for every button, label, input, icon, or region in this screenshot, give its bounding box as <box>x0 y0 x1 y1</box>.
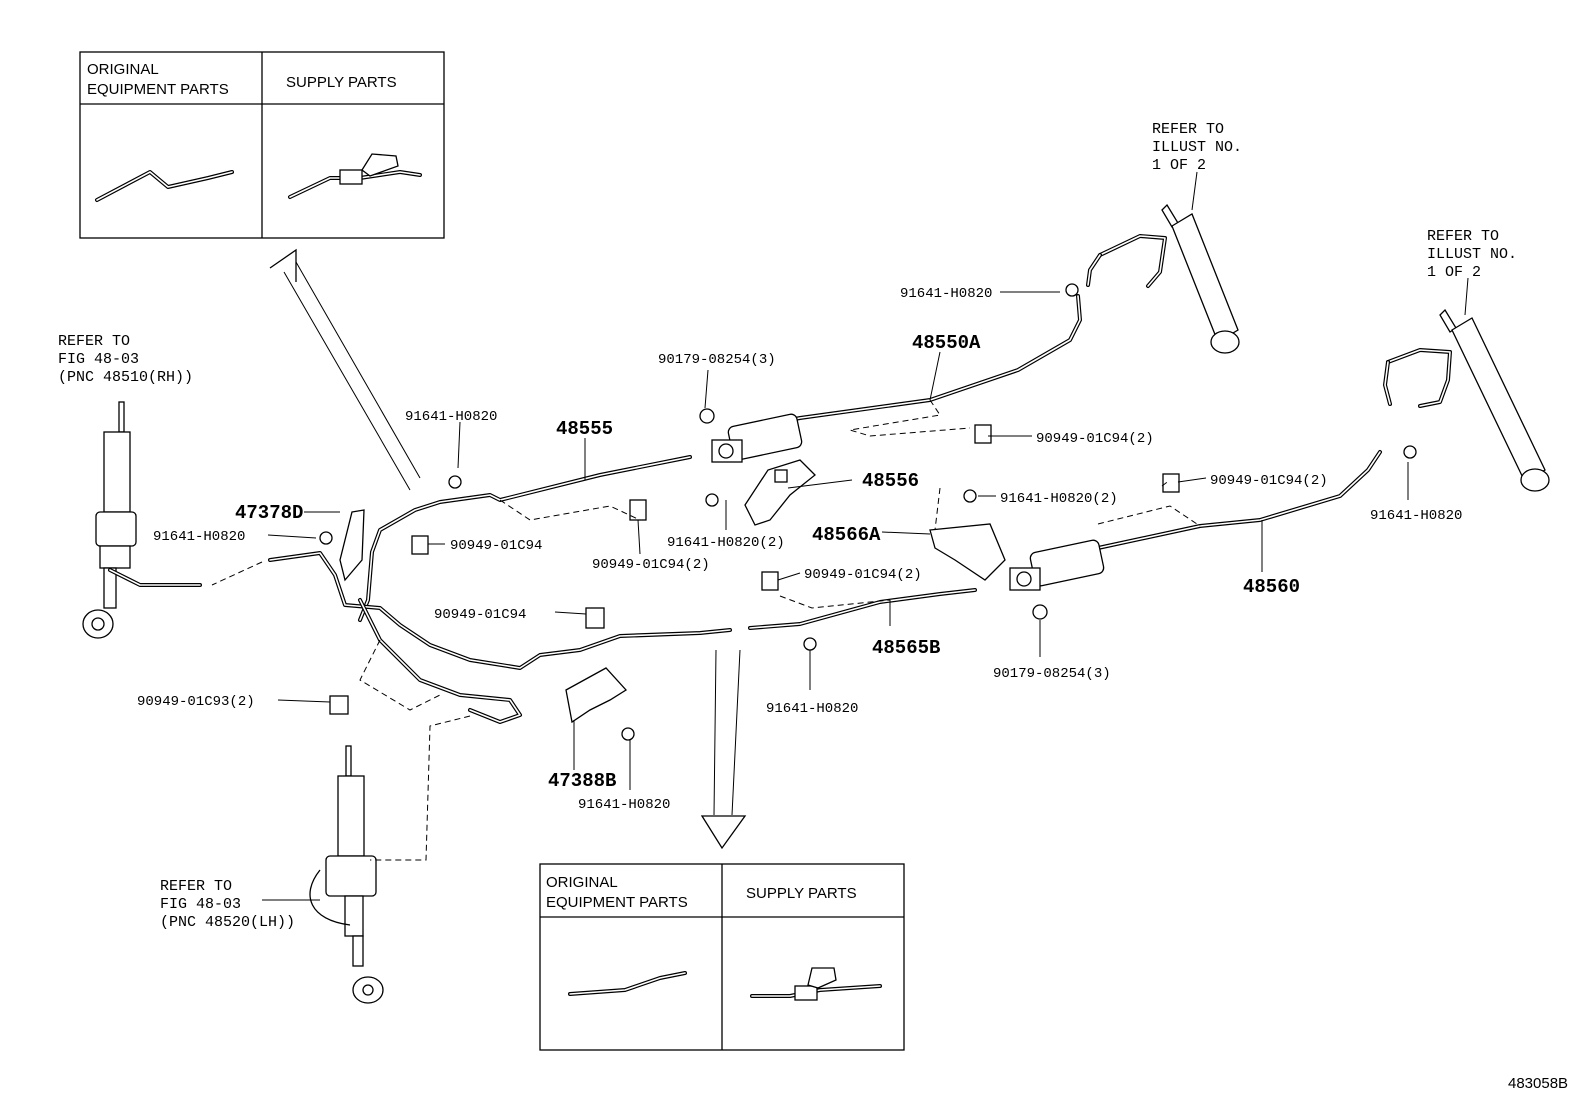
callout-90949-48565B: 90949-01C94(2) <box>804 567 922 583</box>
front-lh-shock <box>309 745 384 1004</box>
callout-47388B: 47388B <box>548 770 616 792</box>
accumulator-lower <box>1009 539 1105 591</box>
bracket-48556 <box>744 459 816 526</box>
dashed-guides <box>211 399 1201 861</box>
callout-91641-front-upper: 91641-H0820 <box>405 409 497 425</box>
leader-lines <box>262 171 1469 901</box>
rear-shock-1 <box>1086 203 1240 354</box>
callout-48566A: 48566A <box>812 524 881 546</box>
callout-90949-center: 90949-01C94 <box>434 607 526 623</box>
callout-90949-48560: 90949-01C94(2) <box>1210 473 1328 489</box>
accumulator-upper <box>711 413 803 463</box>
bracket-47388B <box>565 667 628 724</box>
callout-90949-upper-right: 90949-01C94(2) <box>1036 431 1154 447</box>
callout-90949-48555: 90949-01C94(2) <box>592 557 710 573</box>
ref-note-lh-front: REFER TO FIG 48-03 (PNC 48520(LH)) <box>160 878 295 931</box>
bracket-48566A <box>929 523 1006 581</box>
ref-lh-line-1: REFER TO <box>160 878 232 895</box>
inset-bottom-header-right: SUPPLY PARTS <box>746 885 857 902</box>
callout-90179-lower: 90179-08254(3) <box>993 666 1111 682</box>
inset-top-header-left-2: EQUIPMENT PARTS <box>87 81 229 98</box>
clips <box>329 424 1180 715</box>
arrow-to-top-inset <box>269 248 421 491</box>
ref-note-rear-2: REFER TO ILLUST NO. 1 OF 2 <box>1427 228 1517 281</box>
ref-rh-line-2: FIG 48-03 <box>58 351 139 368</box>
callout-91641-bracket-47388B: 91641-H0820 <box>578 797 670 813</box>
callout-90949-01C93: 90949-01C93(2) <box>137 694 255 710</box>
callout-91641-rear-lower: 91641-H0820 <box>1370 508 1462 524</box>
ref-rear1-line-1: REFER TO <box>1152 121 1224 138</box>
inset-top-header-left-1: ORIGINAL <box>87 61 159 78</box>
callout-48555: 48555 <box>556 418 613 440</box>
diagram-code: 483058B <box>1508 1075 1568 1092</box>
inset-bottom: ORIGINAL EQUIPMENT PARTS SUPPLY PARTS <box>539 863 905 1051</box>
callouts: 48550A 48555 48556 48566A 48560 48565B 4… <box>137 286 1462 813</box>
arrow-to-bottom-inset <box>700 649 747 850</box>
inset-top-header-right: SUPPLY PARTS <box>286 74 397 91</box>
callout-48550A: 48550A <box>912 332 981 354</box>
ref-rear2-line-3: 1 OF 2 <box>1427 264 1481 281</box>
inset-bottom-header-left-1: ORIGINAL <box>546 874 618 891</box>
callout-91641-bracket-48556: 91641-H0820(2) <box>667 535 785 551</box>
callout-47378D: 47378D <box>235 502 303 524</box>
ref-rear1-line-2: ILLUST NO. <box>1152 139 1242 156</box>
callout-91641-rear-upper: 91641-H0820 <box>900 286 992 302</box>
bracket-47378D <box>339 509 365 582</box>
inset-top: ORIGINAL EQUIPMENT PARTS SUPPLY PARTS <box>79 51 445 239</box>
pipe-lines <box>108 294 1382 724</box>
ref-lh-line-2: FIG 48-03 <box>160 896 241 913</box>
callout-91641-center: 91641-H0820 <box>766 701 858 717</box>
callout-91641-rh-shock: 91641-H0820 <box>153 529 245 545</box>
ref-note-rh-front: REFER TO FIG 48-03 (PNC 48510(RH)) <box>58 333 193 386</box>
ref-rh-line-3: (PNC 48510(RH)) <box>58 369 193 386</box>
ref-rear1-line-3: 1 OF 2 <box>1152 157 1206 174</box>
ref-rear2-line-2: ILLUST NO. <box>1427 246 1517 263</box>
rear-shock-2 <box>1383 308 1550 492</box>
callout-91641-bracket-48566A: 91641-H0820(2) <box>1000 491 1118 507</box>
callout-48556: 48556 <box>862 470 919 492</box>
callout-90179-upper: 90179-08254(3) <box>658 352 776 368</box>
callout-90949-front-left: 90949-01C94 <box>450 538 542 554</box>
ref-rh-line-1: REFER TO <box>58 333 130 350</box>
callout-48565B: 48565B <box>872 637 940 659</box>
front-rh-shock <box>82 401 137 639</box>
inset-bottom-header-left-2: EQUIPMENT PARTS <box>546 894 688 911</box>
ref-rear2-line-1: REFER TO <box>1427 228 1499 245</box>
callout-48560: 48560 <box>1243 576 1300 598</box>
bolts <box>319 283 1417 741</box>
ref-lh-line-3: (PNC 48520(LH)) <box>160 914 295 931</box>
ref-note-rear-1: REFER TO ILLUST NO. 1 OF 2 <box>1152 121 1242 174</box>
